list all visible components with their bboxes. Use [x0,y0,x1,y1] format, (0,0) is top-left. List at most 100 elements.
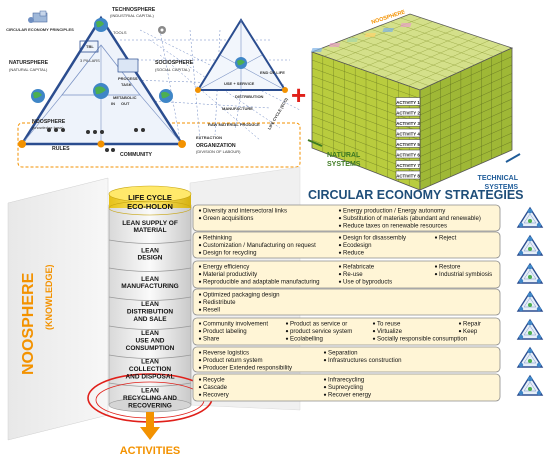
ce-framework: CIRCULAR ECONOMY PRINCIPLES TECHNOSPHERE… [6,7,306,168]
globe-icon [31,89,45,103]
strategy-item: Diversity and intersectoral links [203,208,287,215]
svg-text:MATERIAL: MATERIAL [133,227,166,234]
svg-text:LEAN: LEAN [141,388,159,395]
svg-text:ACTIVITY 7: ACTIVITY 7 [396,163,420,168]
svg-text:LEAN: LEAN [141,359,159,366]
svg-text:SYSTEMS: SYSTEMS [485,184,519,191]
svg-text:TECHNICAL: TECHNICAL [478,175,519,182]
plus-sign: + [291,80,306,110]
svg-text:DESIGN: DESIGN [138,255,163,262]
holon-label-1: LIFE CYCLE [128,193,172,202]
strategy-item: Community involvement [203,321,268,328]
svg-text:COLLECTION: COLLECTION [129,366,172,373]
natursphere-subtitle: (NATURAL CAPITAL) [9,67,48,72]
triangle-icon [516,234,544,256]
strategy-item: Separation [328,350,357,357]
svg-text:RECOVERING: RECOVERING [128,402,172,409]
technosphere-subtitle: (INDUSTRIAL CAPITAL) [110,13,154,18]
strategy-item: Substitution of materials (abundant and … [343,215,481,222]
strategy-item: Reduce taxes on renewable resources [343,223,447,230]
strategy-item: Industrial symbiosis [439,271,492,278]
svg-text:LEAN SUPPLY OF: LEAN SUPPLY OF [122,220,178,227]
strategy-item: Design for disassembly [343,235,407,242]
principles-label: CIRCULAR ECONOMY PRINCIPLES [6,27,74,32]
extraction-label: EXTRACTION [196,135,222,140]
svg-text:CONSUMPTION: CONSUMPTION [126,345,175,352]
principles-icon [28,10,48,23]
tbl-label: TBL [86,44,94,49]
sociosphere-title: SOCIOSPHERE [155,60,194,66]
strategy-item: Green acquisitions [203,215,253,222]
strategy-item: Repair [463,321,481,328]
strategy-item: Ecodesign [343,242,371,249]
technosphere-title: TECHNOSPHERE [112,7,156,13]
strategy-item: Socially responsible consumption [377,336,467,343]
activity-label: ACTIVITY 2 [395,107,420,117]
svg-text:ACTIVITY 3: ACTIVITY 3 [396,121,420,126]
strategy-item: Reduce [343,250,365,257]
triangle-icon [516,346,544,368]
organization-label: ORGANIZATION [196,143,236,149]
strategy-item: Product labeling [203,328,247,335]
use-service-label: USE + SERVICE [224,81,255,86]
triangle-icon [516,374,544,396]
task-label: TASK [121,82,132,87]
strategy-item: To reuse [377,321,401,328]
strategy-item: product service system [290,328,352,335]
tbl-box [79,40,99,53]
knowledge-vertical-label: (KNOWLEDGE) [44,265,54,331]
strategy-item: Product as service or [290,321,347,328]
tools-label: TOOLS [113,30,127,35]
globe-icon [93,83,109,99]
svg-text:DISTRIBUTION: DISTRIBUTION [127,309,174,316]
globe-icon [159,89,173,103]
svg-text:LEAN: LEAN [141,330,159,337]
strategy-item: Reproducible and adaptable manufacturing [203,279,320,286]
activities-label: ACTIVITIES [120,445,181,457]
activity-label: ACTIVITY 4 [395,128,420,138]
svg-text:AND SALE: AND SALE [133,316,167,323]
strategy-item: Refabricate [343,264,375,271]
strategy-item: Infrastructures construction [328,357,402,364]
technical-arrow [505,153,521,163]
metabolic-label: METABOLIC [113,95,137,100]
svg-text:LEAN: LEAN [141,247,159,254]
rules-label: RULES [52,146,70,152]
life-cycle-triangle [196,18,287,91]
strategy-item: Producer Extended responsibility [203,365,293,372]
strategy-item: Design for recycling [203,250,257,257]
manufacture-label: MANUFACTURE [222,106,253,111]
strategy-item: Energy efficiency [203,264,250,271]
noosphere-small-title: NOOSPHERE [32,119,66,125]
fan-right [189,166,301,411]
in-label: IN [111,101,115,106]
process-label: PROCESS [118,76,138,81]
svg-text:SYSTEMS: SYSTEMS [327,161,361,168]
strategy-item: Restore [439,264,461,271]
distribution-label: DISTRIBUTION [235,94,264,99]
community-label: COMMUNITY [120,152,153,158]
strategy-item: Material productivity [203,271,258,278]
strategy-item: Ecolabelling [290,336,323,343]
strategy-item: Infrarecycling [328,377,364,384]
holon-label-2: ECO-HOLON [127,202,173,211]
natural-arrow [307,139,323,147]
end-of-life-label: END OF LIFE [260,70,285,75]
svg-text:MANUFACTURING: MANUFACTURING [121,283,178,290]
activity-label: ACTIVITY 7 [395,160,420,169]
triangle-icon [516,206,544,228]
node-dots [18,87,288,148]
strategy-item: Optimized packaging design [203,292,280,299]
division-label: (DIVISION OF LABOUR) [196,149,241,154]
strategy-item: Share [203,336,220,343]
activity-label: ACTIVITY 1 [395,97,420,106]
strategy-item: Reject [439,235,457,242]
activity-label: ACTIVITY 8 [395,170,420,180]
lifecycle-cylinder [108,204,192,406]
